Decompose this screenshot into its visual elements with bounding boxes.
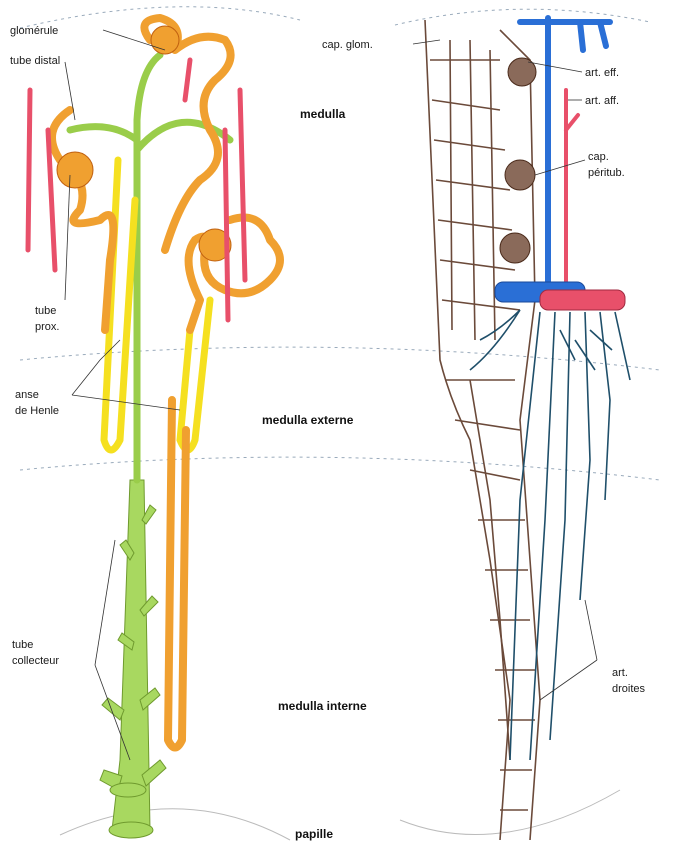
glomerular-tuft [505,160,535,190]
arcuate-vessels [495,282,625,310]
label-collecteur-line2: collecteur [12,655,59,667]
label-anse-line1: anse [15,389,39,401]
label-cap-peri-line1: cap. [588,151,609,163]
artery [566,90,578,290]
nephron [28,18,280,838]
peritubular-capillary-network [425,20,540,840]
vasculature [425,18,630,840]
label-art-droites-line1: art. [612,667,628,679]
label-art-aff: art. aff. [585,95,619,107]
label-collecteur-line1: tube [12,639,33,651]
glomerular-tuft [508,58,536,86]
label-glomerule: glomérule [10,25,58,37]
label-tube-prox-line2: prox. [35,321,59,333]
collecting-duct [100,480,166,838]
label-tube-prox-line1: tube [35,305,56,317]
label-art-droites-line2: droites [612,683,646,695]
zone-medulla: medulla [300,107,346,121]
glomerular-tuft [500,233,530,263]
zone-medulla-externe: medulla externe [262,413,354,427]
zone-papille: papille [295,827,333,841]
label-cap-peri-line2: péritub. [588,167,625,179]
label-cap-glom: cap. glom. [322,39,373,51]
zone-medulla-interne: medulla interne [278,699,367,713]
label-tube-distal: tube distal [10,55,60,67]
glomerulus [57,152,93,188]
label-anse-line2: de Henle [15,405,59,417]
label-art-eff: art. eff. [585,67,619,79]
